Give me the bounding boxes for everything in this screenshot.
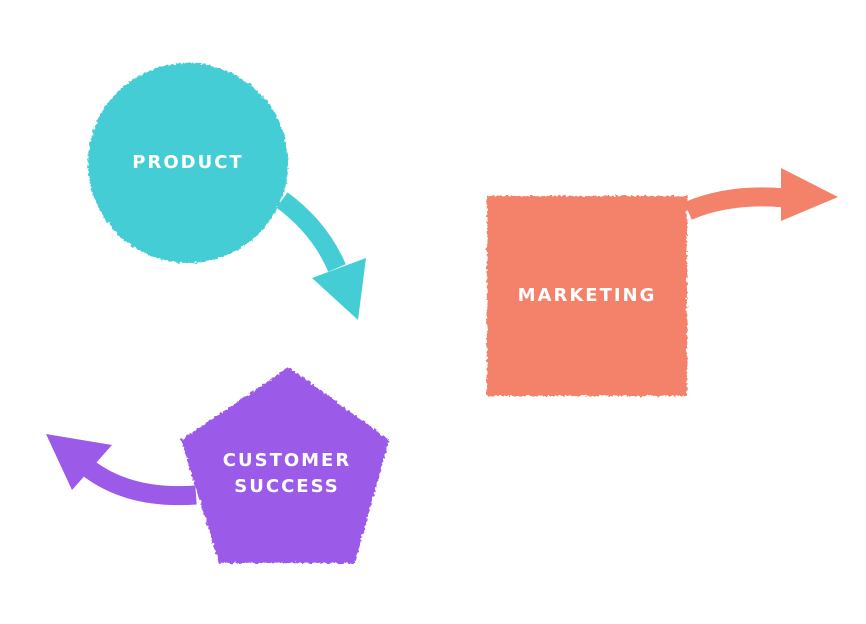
product-arrow <box>276 192 366 320</box>
customer-success-label: CUSTOMER SUCCESS <box>223 448 351 500</box>
product-circle <box>88 63 288 263</box>
customer-success-arrow-head <box>46 434 112 490</box>
customer-success-label-line-1: CUSTOMER <box>222 450 352 471</box>
marketing-arrow-shaft <box>684 187 786 220</box>
customer-success-arrow <box>46 434 197 506</box>
customer-success-pentagon <box>181 367 389 563</box>
product-label: PRODUCT <box>132 152 244 173</box>
product-arrow-head <box>312 258 366 320</box>
marketing-arrow-head <box>781 168 838 221</box>
customer-success-arrow-shaft <box>82 460 197 506</box>
marketing-square <box>487 196 687 396</box>
marketing-label: MARKETING <box>517 285 657 306</box>
marketing-arrow <box>684 168 838 221</box>
product-arrow-shaft <box>276 192 346 272</box>
customer-success-label-line-2: SUCCESS <box>234 476 340 497</box>
